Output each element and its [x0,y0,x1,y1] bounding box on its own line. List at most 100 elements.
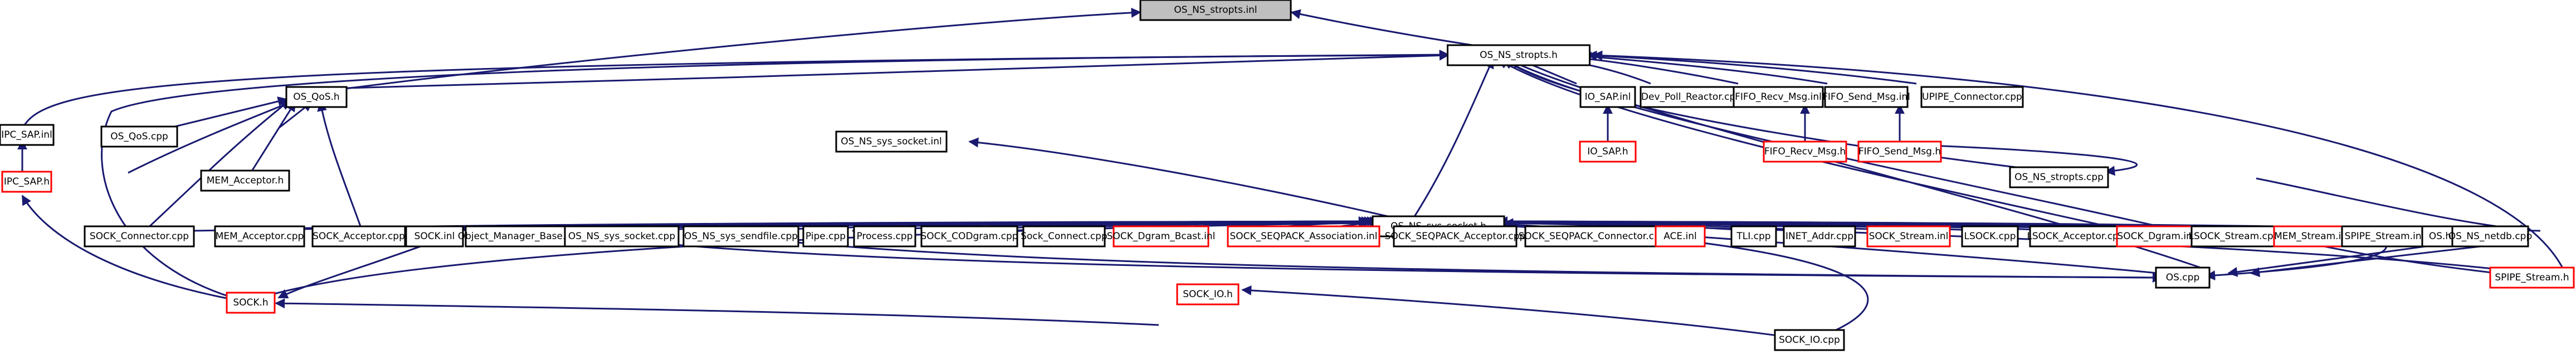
node-box [100,125,178,148]
node-objmgr[interactable]: Object_Manager_Base.cpp [458,225,583,248]
node-label: FIFO_Send_Msg.h [1858,146,1941,157]
node-box [1579,140,1637,163]
node-osns_inl[interactable]: OS_NS_stropts.inl [1139,0,1292,21]
node-label: SOCK_IO.h [1183,289,1233,300]
node-osqoscpp[interactable]: OS_QoS.cpp [100,125,178,148]
node-label: Pipe.cpp [806,231,846,242]
node-memacccpp[interactable]: MEM_Acceptor.cpp [214,225,305,248]
node-ipcinl[interactable]: IPC_SAP.inl [0,124,55,146]
node-memstream[interactable]: MEM_Stream.inl [2273,225,2351,248]
node-label: LSOCK_Acceptor.cpp [2027,231,2124,242]
node-seqconn[interactable]: SOCK_SEQPACK_Connector.cpp [1518,225,1666,248]
node-label: SOCK_Stream.inl [1869,231,1949,242]
node-box [1920,86,2024,108]
node-label: MEM_Stream.inl [2274,231,2350,242]
node-box [2451,225,2529,248]
node-label: IO_SAP.inl [1585,91,1631,103]
node-sockacccpp[interactable]: SOCK_Acceptor.cpp [311,225,406,248]
node-box [835,130,948,153]
node-aceinl[interactable]: ACE.inl [1655,225,1706,248]
node-label: SOCK_Acceptor.cpp [313,231,405,242]
node-processcpp[interactable]: Process.cpp [853,225,916,248]
node-label: SOCK_Dgram_Bcast.inl [1107,231,1216,242]
node-upipe[interactable]: UPIPE_Connector.cpp [1920,86,2024,108]
node-stroptscpp[interactable]: OS_NS_stropts.cpp [2009,166,2109,188]
node-label: SOCK_IO.cpp [1779,334,1840,346]
node-lsockcpp[interactable]: LSOCK.cpp [1961,225,2019,248]
node-box [2190,225,2277,248]
node-dgrambcast[interactable]: SOCK_Dgram_Bcast.inl [1107,225,1216,248]
node-forecvinl[interactable]: FIFO_Recv_Msg.inl [1733,86,1824,108]
node-sockstreaminl[interactable]: SOCK_Stream.inl [1866,225,1951,248]
node-tlicpp[interactable]: TLI.cpp [1730,225,1777,248]
node-box [311,225,406,248]
node-spipeh[interactable]: SPIPE_Stream.h [2489,266,2575,289]
node-box [564,225,680,248]
node-fosendinl[interactable]: FIFO_Send_Msg.inl [1822,86,1910,108]
node-box [200,169,290,192]
node-fosendh[interactable]: FIFO_Send_Msg.h [1857,140,1942,163]
node-label: Object_Manager_Base.cpp [458,231,583,242]
node-oscpp[interactable]: OS.cpp [2155,266,2211,289]
node-box [1,171,52,193]
node-sockconnect[interactable]: Sock_Connect.cpp [1021,225,1108,248]
node-sockiocpp[interactable]: SOCK_IO.cpp [1774,329,1845,351]
node-label: SOCK_Connector.cpp [90,231,189,242]
node-box [2116,225,2196,248]
node-sockinl_ns[interactable]: OS_NS_sys_socket.inl [835,130,948,153]
node-inetaddr[interactable]: INET_Addr.cpp [1783,225,1856,248]
node-label: OS_NS_stropts.inl [1174,4,1257,16]
node-label: Sock_Connect.cpp [1021,231,1108,242]
node-box [1447,44,1591,66]
node-box [853,225,916,248]
node-box [1176,283,1240,305]
node-sockdgraminl[interactable]: SOCK_Dgram.inl [2116,225,2196,248]
node-label: OS_NS_netdb.cpp [2448,231,2533,242]
node-nssendfile[interactable]: OS_NS_sys_sendfile.cpp [682,225,799,248]
node-pipecpp[interactable]: Pipe.cpp [802,225,849,248]
node-devpoll[interactable]: Dev_Poll_Reactor.cpp [1640,86,1743,108]
node-box [1763,140,1847,163]
node-seqassoc[interactable]: SOCK_SEQPACK_Association.inl [1227,225,1380,248]
dependency-edges [17,7,2568,341]
node-sockioh[interactable]: SOCK_IO.h [1176,283,1240,305]
node-ipch[interactable]: IPC_SAP.h [1,171,52,193]
node-label: OS_NS_sys_socket.inl [841,136,942,147]
node-label: UPIPE_Connector.cpp [1922,91,2022,103]
node-lsockstream[interactable]: LSOCK_Stream.cpp [2188,225,2280,248]
node-seqacc[interactable]: SOCK_SEQPACK_Acceptor.cpp [1385,225,1526,248]
node-label: FIFO_Recv_Msg.inl [1735,91,1822,103]
node-label: OS.cpp [2166,272,2200,283]
node-box [1524,225,1660,248]
node-memaccepth[interactable]: MEM_Acceptor.h [200,169,290,192]
node-box [1774,329,1845,351]
node-ioinl[interactable]: IO_SAP.inl [1579,86,1636,108]
node-osqos[interactable]: OS_QoS.h [285,86,348,108]
node-box [1961,225,2019,248]
node-osns_h[interactable]: OS_NS_stropts.h [1447,44,1591,66]
node-codgram[interactable]: SOCK_CODgram.cpp [920,225,1018,248]
node-label: SOCK_SEQPACK_Acceptor.cpp [1385,231,1526,242]
node-netdb[interactable]: OS_NS_netdb.cpp [2448,225,2533,248]
node-lsockacc[interactable]: LSOCK_Acceptor.cpp [2027,225,2125,248]
node-label: Dev_Poll_Reactor.cpp [1641,91,1741,103]
node-box [1824,86,1909,108]
node-box [1579,86,1636,108]
node-box [465,225,576,248]
node-forecvh[interactable]: FIFO_Recv_Msg.h [1763,140,1847,163]
node-ioh[interactable]: IO_SAP.h [1579,140,1637,163]
node-nssockcpp[interactable]: OS_NS_sys_socket.cpp [564,225,680,248]
node-label: SPIPE_Stream.inl [2345,231,2424,242]
node-sockh[interactable]: SOCK.h [226,292,276,314]
node-label: IO_SAP.h [1587,146,1628,157]
node-label: IPC_SAP.inl [1,129,52,140]
node-sockconn[interactable]: SOCK_Connector.cpp [84,225,195,248]
node-box [2009,166,2109,188]
node-spipeinl[interactable]: SPIPE_Stream.inl [2341,225,2428,248]
node-label: OS_NS_stropts.cpp [2014,172,2104,183]
node-sockinl[interactable]: SOCK.inl [405,225,464,248]
node-box [2155,266,2211,289]
node-box [1655,225,1706,248]
node-box [1022,225,1106,248]
